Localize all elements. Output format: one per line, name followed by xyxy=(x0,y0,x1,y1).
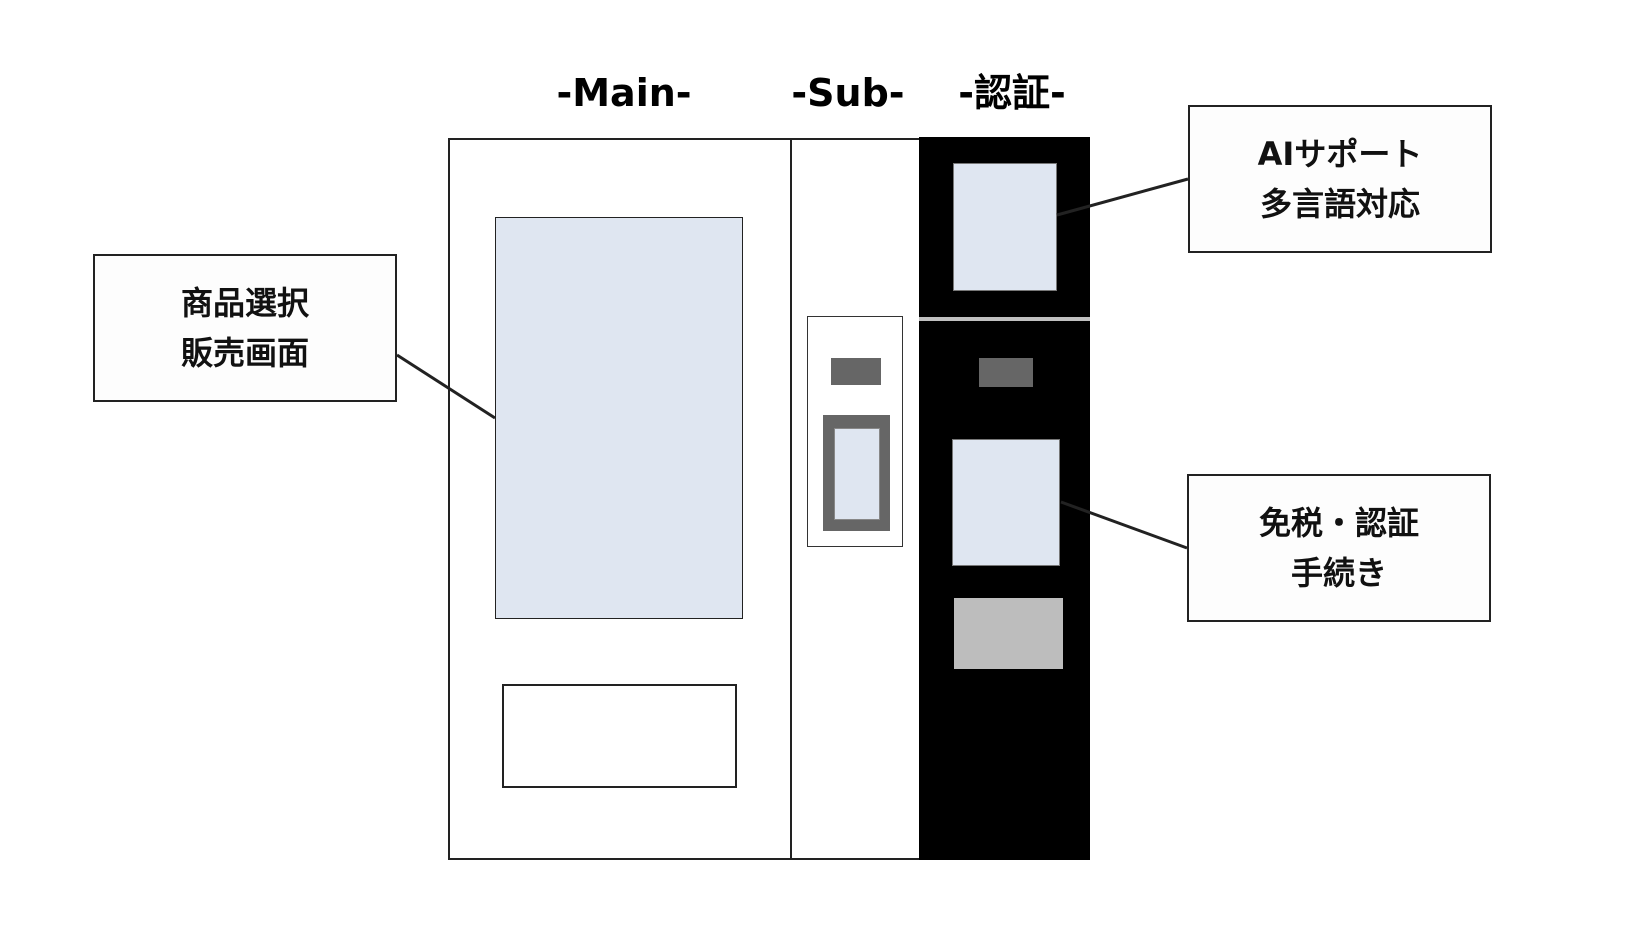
callout-line: 多言語対応 xyxy=(1259,185,1420,223)
section-title-sub: -Sub- xyxy=(791,71,905,115)
section-title-main: -Main- xyxy=(556,71,692,115)
auth-passport-scanner xyxy=(954,598,1063,669)
callout-product-screen: 商品選択 販売画面 xyxy=(93,254,397,402)
callout-line: 販売画面 xyxy=(180,334,309,372)
section-title-auth: -認証- xyxy=(958,71,1066,115)
auth-verification-screen[interactable] xyxy=(952,439,1060,566)
callout-ai-support: AIサポート 多言語対応 xyxy=(1188,105,1492,253)
auth-card-slot xyxy=(979,358,1033,387)
main-display-screen[interactable] xyxy=(495,217,743,619)
product-outlet xyxy=(502,684,737,788)
callout-line: 免税・認証 xyxy=(1258,504,1419,542)
callout-line: AIサポート xyxy=(1257,135,1423,173)
sub-terminal-screen[interactable] xyxy=(834,428,880,520)
callout-tax-free: 免税・認証 手続き xyxy=(1187,474,1491,622)
auth-divider xyxy=(919,317,1090,321)
callout-line: 手続き xyxy=(1290,554,1387,592)
sub-card-slot xyxy=(831,358,881,385)
callout-line: 商品選択 xyxy=(180,284,309,322)
auth-ai-screen[interactable] xyxy=(953,163,1057,291)
